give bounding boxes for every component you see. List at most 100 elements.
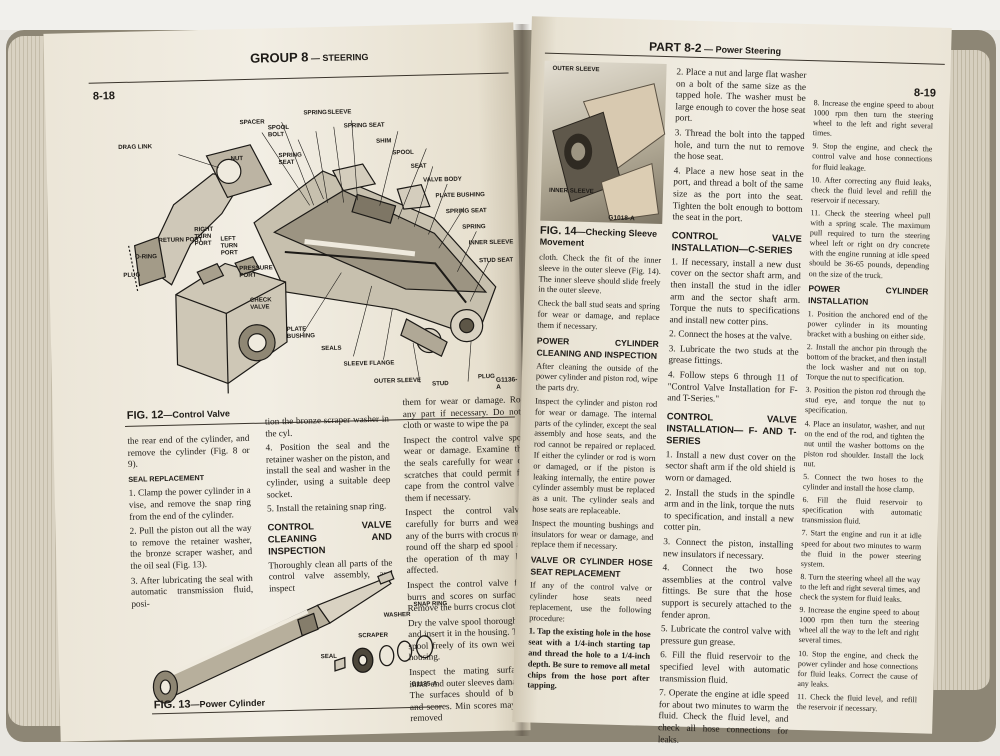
fig13-label: WASHER xyxy=(383,611,411,619)
step: 7. Start the engine and run it at idle s… xyxy=(800,528,922,569)
step: 3. Connect the piston, installing new in… xyxy=(662,536,794,561)
fig13-label: SEAL xyxy=(320,652,338,661)
fig13-id: G1135-A xyxy=(411,680,438,689)
fig12-label: STUD xyxy=(432,380,449,388)
step: 1. Clamp the power cylinder in a vise, a… xyxy=(128,485,252,522)
fig14-caption-prefix: FIG. 14 xyxy=(539,224,577,238)
fig13-caption: FIG. 13—Power Cylinder xyxy=(153,697,266,712)
paragraph: them for wear or damage. Ro any part if … xyxy=(402,394,521,431)
fig14-caption: FIG. 14—Checking Sleeve Movement xyxy=(539,224,658,248)
header-part: PART 8-2 xyxy=(648,39,702,56)
step: 4. Connect the two hose assemblies at th… xyxy=(661,562,793,621)
fig14-label: INNER SLEEVE xyxy=(548,186,594,196)
fig12-label: SEALS xyxy=(321,344,342,353)
fig12-label: STUD SEAT xyxy=(479,256,514,265)
fig12-label: SPRING SEAT xyxy=(343,121,385,130)
fig12-label: SPACER xyxy=(239,118,265,127)
step: 6. Fill the fluid reservoir to specifica… xyxy=(801,495,923,527)
fig12-label: DRAG LINK xyxy=(118,143,153,152)
step: 2. Install the anchor pin through the bo… xyxy=(805,341,927,384)
step: 2. Pull the piston out all the way to re… xyxy=(129,523,253,571)
fig12-label: PLATE BUSHING xyxy=(286,325,316,340)
step: 3. Position the piston rod through the s… xyxy=(804,385,926,416)
fig12-label: NUT xyxy=(230,155,244,163)
fig12-label: PLUG xyxy=(123,271,141,279)
fig14-photo xyxy=(540,60,667,224)
fig12-caption-title: Control Valve xyxy=(172,408,231,420)
step: 11. Check the fluid level, and refill th… xyxy=(796,691,918,714)
paragraph: Inspect the control valve for burrs and … xyxy=(406,577,526,614)
fig14-id: G1018-A xyxy=(608,214,635,223)
step: 10. After correcting any fluid leaks, ch… xyxy=(810,174,932,206)
step: 5. Install the retaining snap ring. xyxy=(266,500,387,514)
paragraph: Inspect the control valve carefully for … xyxy=(405,504,525,576)
step: 11. Check the steering wheel pull with a… xyxy=(808,208,931,280)
step: 10. Stop the engine, and check the power… xyxy=(797,648,919,689)
step: 3. Lubricate the two studs at the grease… xyxy=(668,343,799,367)
fig12-label: PLUG xyxy=(477,372,495,381)
paragraph: tion the bronze scraper washer in the cy… xyxy=(264,413,390,439)
fig12-label: SPRING SEAT xyxy=(445,207,487,216)
step: 4. Position the seal and the retainer wa… xyxy=(265,439,391,500)
fig13-caption-prefix: FIG. 13 xyxy=(153,698,191,712)
page-number: 8-19 xyxy=(913,86,937,100)
right-column-1: cloth. Check the fit of the inner sleeve… xyxy=(527,253,661,698)
seal-parts-illustration xyxy=(334,635,434,673)
step: 9. Stop the engine, and check the contro… xyxy=(811,141,933,173)
control-valve-c-series-heading: CONTROL VALVE INSTALLATION—C-SERIES xyxy=(671,228,803,256)
fig12-label: OUTER SLEEVE xyxy=(373,376,422,385)
header-rule xyxy=(88,72,509,84)
step: 2. Install the studs in the spindle arm … xyxy=(663,486,795,533)
fig12-label: SPRING xyxy=(303,108,327,117)
paragraph: the rear end of the cylinder, and remove… xyxy=(127,432,250,470)
right-page: PART 8-2 — Power Steering 8-19 OUTER SLE… xyxy=(512,16,952,744)
fig14-label: OUTER SLEEVE xyxy=(552,64,600,74)
fig12-caption: FIG. 12—Control Valve xyxy=(126,408,231,422)
fig12-label: SLEEVE FLANGE xyxy=(343,359,395,368)
fig12-label: LEFT TURN PORT xyxy=(220,235,238,257)
paragraph: After cleaning the outside of the power … xyxy=(535,361,659,393)
fig12-label: VALVE BODY xyxy=(423,175,462,184)
fig12-label: SPRING xyxy=(462,223,486,231)
step: 1. Install a new dust cover on the secto… xyxy=(664,449,796,485)
fig13-caption-title: Power Cylinder xyxy=(199,697,266,710)
seal-replacement-heading: SEAL REPLACEMENT xyxy=(128,472,205,484)
right-column-2: 2. Place a nut and large flat washer on … xyxy=(658,66,807,751)
fig12-label: PRESSURE PORT xyxy=(239,264,273,280)
power-cylinder-cleaning-heading: POWER CYLINDER CLEANING AND INSPECTION xyxy=(536,335,659,361)
step: 2. Place a nut and large flat washer on … xyxy=(675,66,807,124)
hose-seat-replacement-heading: VALVE OR CYLINDER HOSE SEAT REPLACEMENT xyxy=(530,554,653,580)
fig12-label: SPOOL xyxy=(392,148,414,157)
fig12-label: O-RING xyxy=(134,253,157,261)
step: 5. Lubricate the control valve with pres… xyxy=(660,623,791,647)
step: 5. Connect the two hoses to the cylinder… xyxy=(802,472,924,495)
fig12-label: SPRING SEAT xyxy=(278,151,302,167)
fig12-label: INNER SLEEVE xyxy=(468,238,514,247)
right-header: PART 8-2 — Power Steering xyxy=(648,39,782,57)
power-cylinder-installation-heading: POWER CYLINDER INSTALLATION xyxy=(807,282,929,307)
paragraph: Check the ball stud seats and spring for… xyxy=(537,298,661,332)
step: 4. Place a new hose seat in the port, an… xyxy=(672,165,804,224)
control-valve-cleaning-heading: CONTROL VALVE CLEANING AND INSPECTION xyxy=(267,518,392,557)
left-column-2: tion the bronze scraper washer in the cy… xyxy=(265,414,393,599)
header-section: STEERING xyxy=(322,51,369,64)
fig13-label: SNAP RING xyxy=(413,600,448,608)
step: 3. Thread the bolt into the tapped hole,… xyxy=(673,127,805,162)
fig12-label: SPOOL BOLT xyxy=(267,123,290,139)
fig12-label: SLEEVE xyxy=(327,108,352,116)
fig12-label: SEAT xyxy=(410,162,427,170)
fig13-label: SCRAPER xyxy=(358,631,389,640)
header-section: Power Steering xyxy=(715,44,782,57)
control-valve-illustration xyxy=(128,120,497,394)
step: 1. If necessary, install a new dust cove… xyxy=(669,255,802,327)
paragraph: cloth. Check the fit of the inner sleeve… xyxy=(538,252,662,296)
control-valve-ft-series-heading: CONTROL VALVE INSTALLATION— F- AND T-SER… xyxy=(666,410,797,446)
power-cylinder-illustration xyxy=(152,570,395,704)
step: 2. Connect the hoses at the valve. xyxy=(668,328,793,342)
step: 4. Follow steps 6 through 11 of "Control… xyxy=(667,369,799,404)
paragraph: If any of the control valve or cylinder … xyxy=(529,580,653,623)
fig12-caption-prefix: FIG. 12 xyxy=(126,409,164,422)
fig12-label: SHIM xyxy=(376,137,392,145)
fig12-label: PLATE BUSHING xyxy=(435,191,485,200)
step: 8. Turn the steering wheel all the way t… xyxy=(799,571,921,604)
